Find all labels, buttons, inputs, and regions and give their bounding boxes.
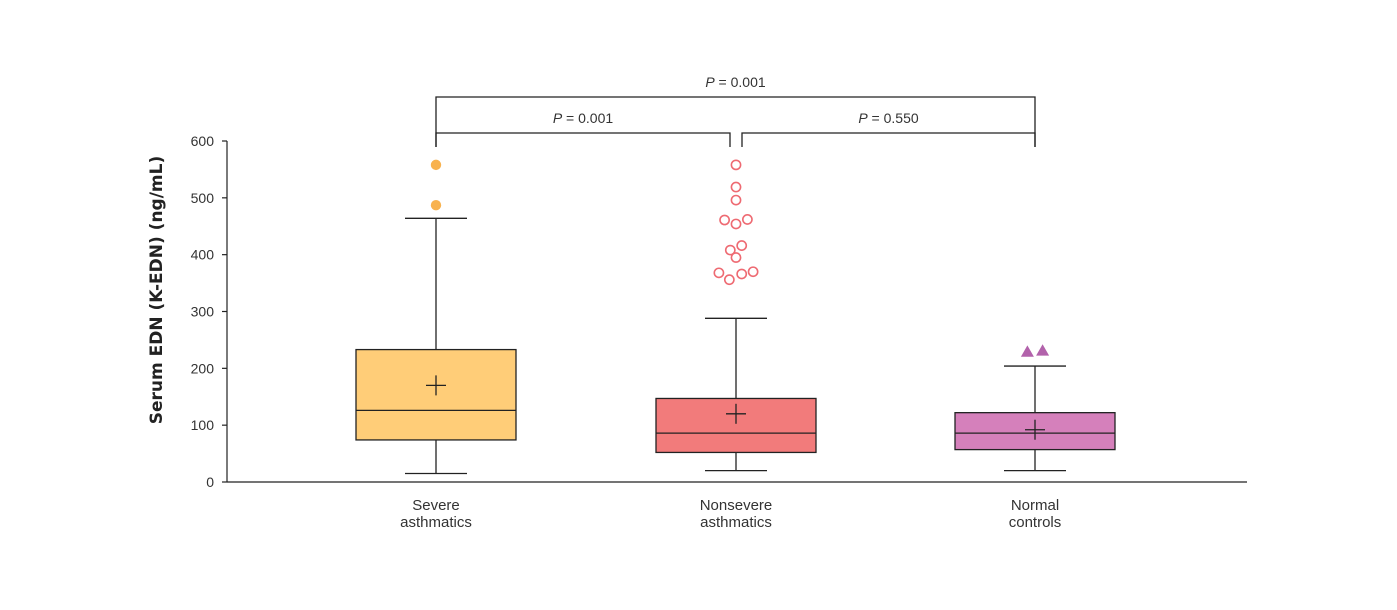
x-category-label: Normal (1011, 497, 1059, 514)
x-category-label: Severe (412, 497, 460, 514)
bracket-line (741, 132, 1036, 147)
outlier-point (730, 252, 742, 263)
x-category-label: asthmatics (400, 514, 472, 531)
comparison-bracket: P = 0.550 (741, 110, 1036, 147)
outlier-point (730, 181, 742, 193)
y-tick-label: 200 (191, 360, 215, 376)
outlier-point (730, 159, 742, 171)
outlier-point (430, 200, 442, 211)
box-group (655, 317, 817, 472)
outlier-point (736, 240, 748, 251)
outlier-point (430, 159, 442, 171)
p-symbol: P (858, 110, 868, 126)
p-value-text: = 0.001 (715, 74, 766, 90)
p-symbol: P (553, 110, 563, 126)
outlier-point (724, 244, 736, 256)
x-axis: SevereasthmaticsNonsevereasthmaticsNorma… (227, 481, 1247, 531)
p-value-label: P = 0.550 (858, 110, 919, 126)
p-value-text: = 0.001 (562, 110, 613, 126)
outlier-point (713, 267, 725, 279)
y-axis: 0 100 200 300 400 500 600 (191, 133, 228, 490)
y-tick-label: 600 (191, 133, 215, 149)
x-category-label: asthmatics (700, 514, 772, 531)
y-axis-label: Serum EDN (K-EDN) (ng/mL) (147, 156, 167, 425)
p-symbol: P (705, 74, 715, 90)
bracket-line (435, 132, 731, 147)
outlier-point (1020, 345, 1034, 357)
box-group (355, 217, 517, 475)
y-tick-label: 400 (191, 247, 215, 263)
outliers (430, 159, 1050, 357)
comparison-bracket: P = 0.001 (435, 110, 731, 147)
boxes (355, 217, 1116, 475)
outlier-point (723, 274, 735, 286)
bracket-line (435, 96, 1036, 147)
outlier-point (742, 214, 753, 225)
comparison-bracket: P = 0.001 (435, 74, 1036, 147)
y-tick-label: 500 (191, 190, 215, 206)
p-value-label: P = 0.001 (705, 74, 766, 90)
x-category-label: controls (1009, 514, 1062, 531)
box-group (954, 365, 1116, 472)
y-tick-label: 100 (191, 417, 215, 433)
y-tick-label: 0 (206, 474, 214, 490)
outlier-point (736, 268, 748, 280)
outlier-point (719, 214, 730, 226)
outlier-point (730, 194, 742, 206)
y-tick-label: 300 (191, 304, 215, 320)
outlier-point (747, 266, 759, 278)
p-value-label: P = 0.001 (553, 110, 614, 126)
p-value-text: = 0.550 (868, 110, 919, 126)
outlier-point (730, 218, 742, 230)
outlier-point (1036, 344, 1050, 356)
x-category-label: Nonsevere (700, 497, 773, 514)
